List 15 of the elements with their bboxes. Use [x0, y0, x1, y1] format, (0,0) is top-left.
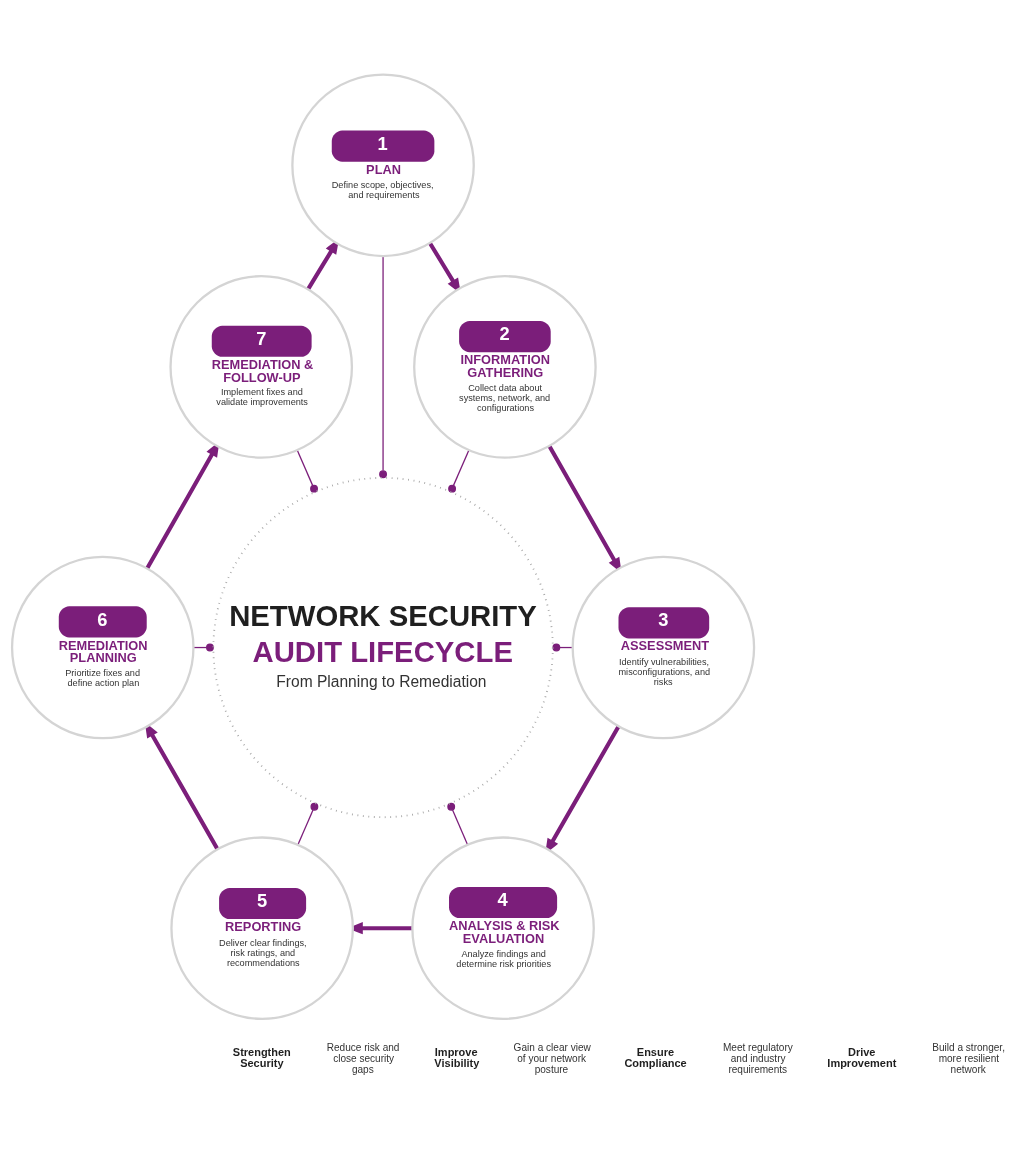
label: Drive Improvement	[827, 1046, 897, 1070]
connector	[379, 255, 387, 479]
label: Gain a clear view of your network posture	[513, 1041, 591, 1075]
connector	[447, 802, 469, 846]
label: Strengthen Security	[232, 1046, 291, 1070]
label: Reduce risk and close security gaps	[326, 1041, 400, 1075]
connector	[297, 802, 319, 846]
label: Meet regulatory and industry requirements	[722, 1041, 793, 1075]
label: Build a stronger, more resilient network	[932, 1041, 1005, 1075]
node-circle: 5 REPORTING Deliver clear findings, risk ratings, and recommendations	[170, 836, 354, 1021]
label: Ensure Compliance	[624, 1046, 687, 1070]
label: Improve Visibility	[434, 1046, 480, 1070]
connector	[296, 449, 318, 493]
node-circle: NETWORK SECURITY AUDIT LIFECYCLE From Planning to Remediation	[212, 476, 554, 819]
connector	[448, 449, 470, 493]
